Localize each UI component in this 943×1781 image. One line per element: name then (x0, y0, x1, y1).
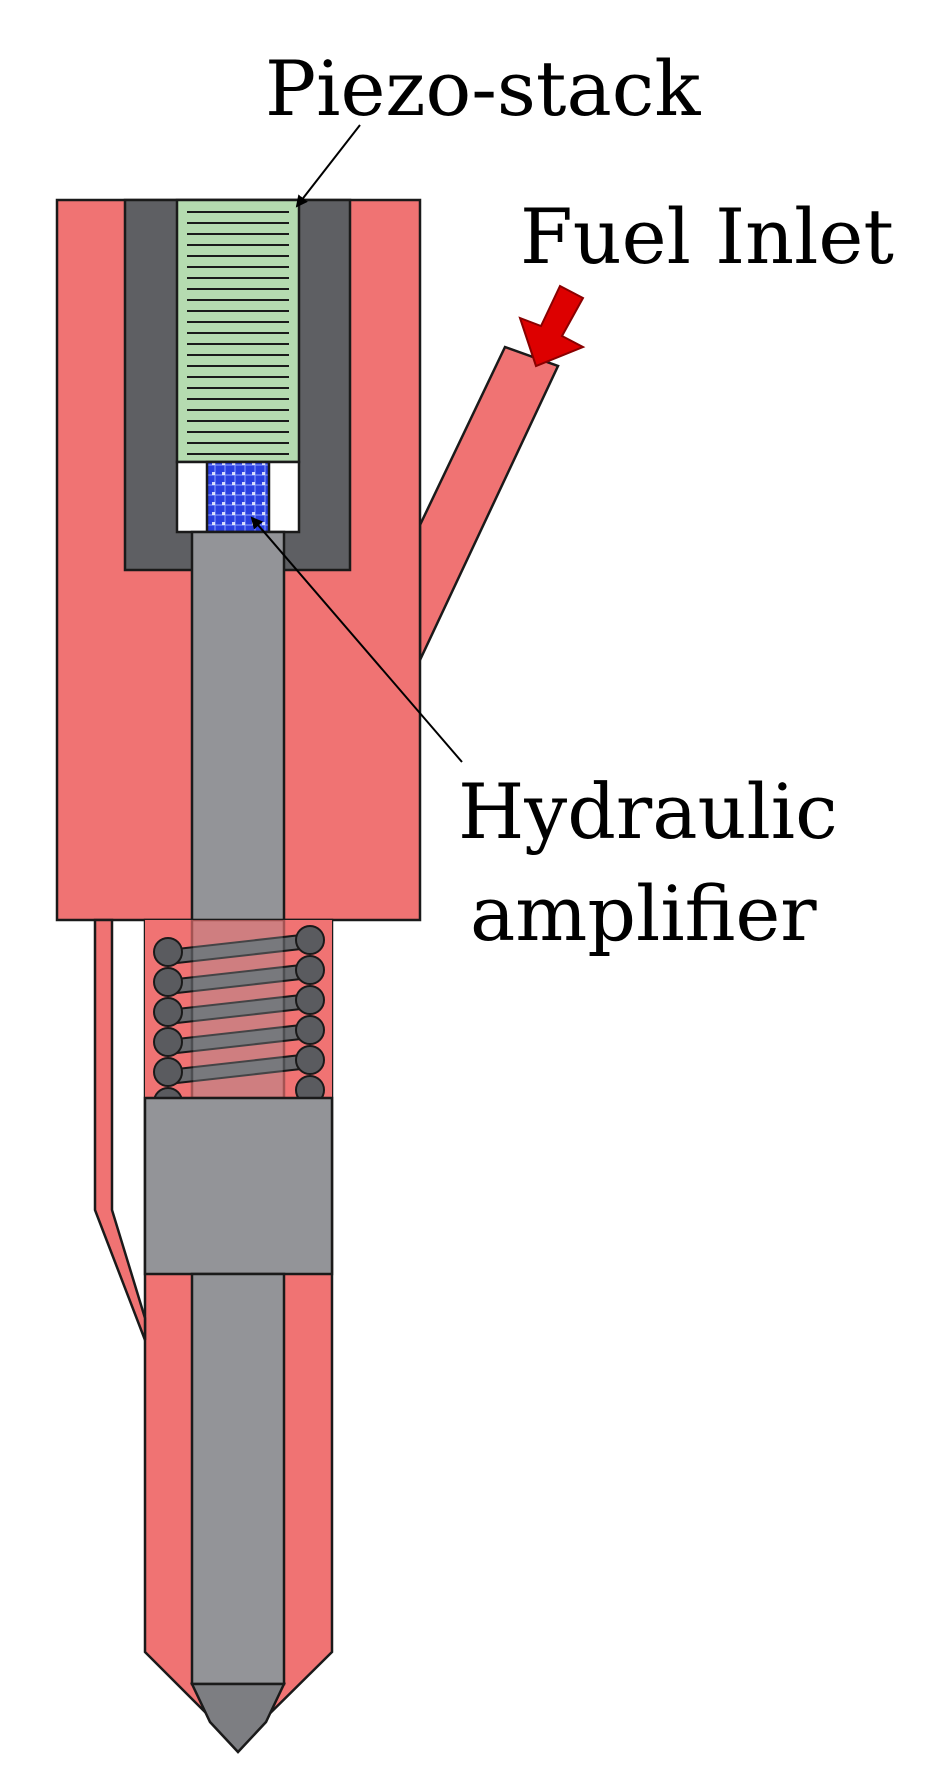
spring-coil-end (295, 955, 325, 985)
spring-coil-end (295, 925, 325, 955)
piezo-stack (175, 198, 301, 464)
needle-spring-section (190, 918, 286, 1100)
needle-tip (190, 1682, 286, 1754)
amplifier-leader (250, 516, 463, 763)
amplifier-label: amplifier (470, 869, 817, 958)
piezo-stack-label: Piezo-stack (265, 44, 701, 133)
spring-coil-end (295, 1015, 325, 1045)
hydraulic-amplifier (205, 460, 271, 534)
fuel-inlet-pipe (418, 345, 560, 661)
return-channel (93, 918, 147, 1341)
spring-coil-end (295, 985, 325, 1015)
fuel-inlet-arrow (518, 284, 586, 368)
spring-coil-end (153, 967, 183, 997)
spring-coil-end (153, 1027, 183, 1057)
hydraulic-label: Hydraulic (458, 767, 838, 856)
spring-coil-end (153, 937, 183, 967)
spring-coil-end (153, 997, 183, 1027)
fuel-inlet-label: Fuel Inlet (520, 192, 894, 281)
needle-lower (190, 1272, 286, 1686)
piezo-leader (295, 124, 361, 208)
spring-coil-end (295, 1045, 325, 1075)
piezo-layers (187, 211, 289, 455)
piston-block (143, 1096, 334, 1276)
spring-coil-end (153, 1057, 183, 1087)
needle-upper (190, 530, 286, 922)
